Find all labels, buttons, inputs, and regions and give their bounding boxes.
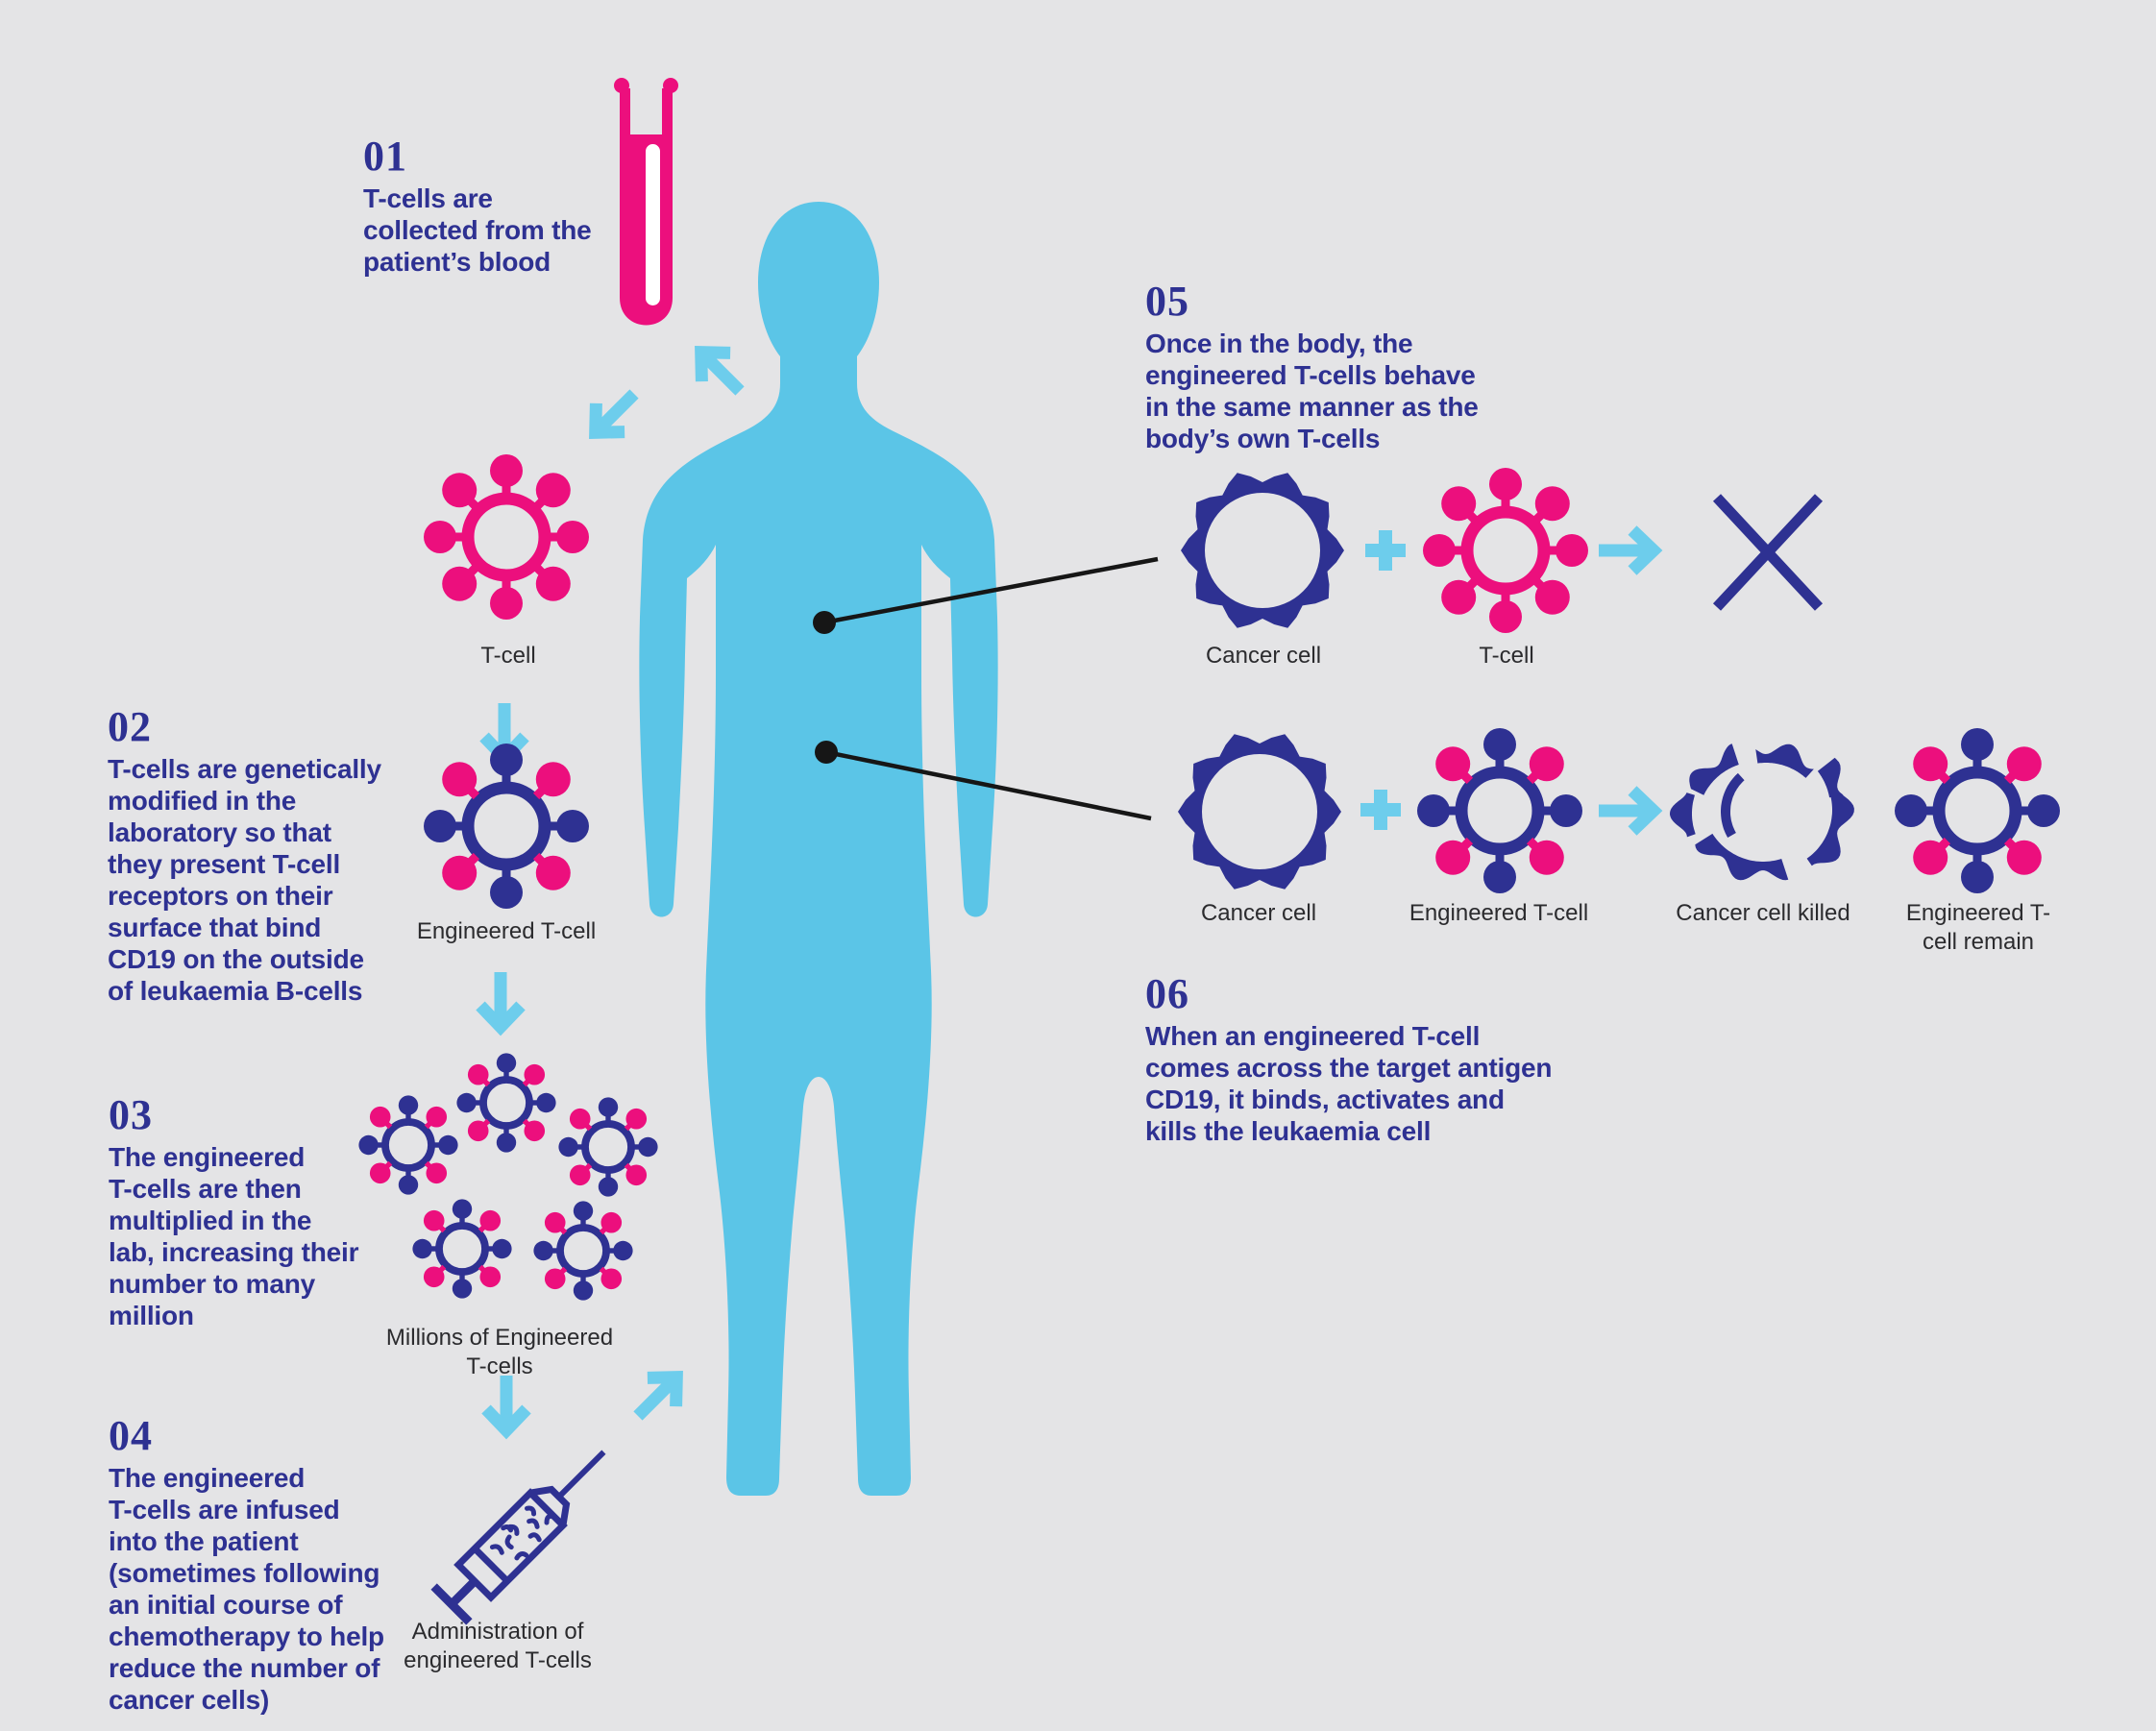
step-05-text: Once in the body, the engineered T-cells…: [1145, 329, 1479, 453]
step-04: 04 The engineered T-cells are infused in…: [109, 1414, 426, 1716]
arrow-down-icon: [486, 1376, 527, 1430]
row1-cancer-cell-label: Cancer cell: [1205, 643, 1322, 669]
cancer-cell-icon: [1181, 473, 1344, 628]
step-06-text: When an engineered T-cell comes across t…: [1145, 1021, 1553, 1146]
x-mark-icon: [1712, 494, 1824, 611]
callout-dot: [813, 611, 836, 634]
t-cell-icon: [1423, 468, 1588, 633]
syringe-icon: [430, 1450, 606, 1625]
arrow-down-icon: [480, 972, 521, 1027]
row2-cancer-cell-label: Cancer cell: [1200, 900, 1317, 926]
step-03-text: The engineered T-cells are then multipli…: [109, 1142, 359, 1330]
cancer-cell-killed-icon: [1670, 744, 1854, 881]
engineered-t-cell-icon: [424, 744, 589, 909]
arrow-ne-icon: [624, 1363, 691, 1430]
arrow-right-icon: [1599, 791, 1654, 831]
arrow-sw-icon: [581, 379, 649, 447]
step-05-number: 05: [1145, 278, 1189, 325]
millions-label: Millions of Engineered T-cells: [385, 1325, 614, 1379]
administration-label: Administration of engineered T-cells: [404, 1619, 592, 1673]
t-cell-label: T-cell: [480, 643, 536, 669]
arrow-nw-icon: [687, 338, 754, 405]
step-02: 02 T-cells are genetically modified in t…: [108, 705, 415, 1007]
t-cell-icon: [424, 454, 589, 620]
plus-icon: [1365, 530, 1406, 571]
step-05: 05 Once in the body, the engineered T-ce…: [1145, 280, 1530, 454]
row2-cancer-cell-killed-label: Cancer cell killed: [1676, 900, 1850, 926]
callout-dot: [815, 741, 838, 764]
arrow-right-icon: [1599, 530, 1654, 571]
engineered-t-cell-icon: [1895, 728, 2060, 893]
step-06-number: 06: [1145, 970, 1189, 1017]
engineered-t-cell-label: Engineered T-cell: [416, 918, 597, 944]
test-tube-icon: [614, 78, 678, 326]
step-02-number: 02: [108, 703, 152, 750]
row2-engineered-t-cell-remain-label: Engineered T-cell remain: [1905, 900, 2051, 955]
step-02-text: T-cells are genetically modified in the …: [108, 754, 381, 1006]
step-01-number: 01: [363, 133, 407, 180]
step-06: 06 When an engineered T-cell comes acros…: [1145, 972, 1597, 1147]
step-01-text: T-cells are collected from the patient’s…: [363, 183, 592, 277]
plus-icon: [1360, 790, 1401, 830]
row2-engineered-t-cell-label: Engineered T-cell: [1409, 900, 1589, 926]
step-04-number: 04: [109, 1412, 153, 1459]
step-03-number: 03: [109, 1091, 153, 1138]
cancer-cell-icon: [1178, 734, 1341, 890]
step-04-text: The engineered T-cells are infused into …: [109, 1463, 384, 1715]
engineered-t-cell-icon: [1417, 728, 1582, 893]
human-body-silhouette: [639, 202, 998, 1496]
row1-t-cell-label: T-cell: [1479, 643, 1534, 669]
step-03: 03 The engineered T-cells are then multi…: [109, 1093, 416, 1331]
callout-line: [823, 556, 1159, 821]
step-01: 01 T-cells are collected from the patien…: [363, 134, 651, 278]
